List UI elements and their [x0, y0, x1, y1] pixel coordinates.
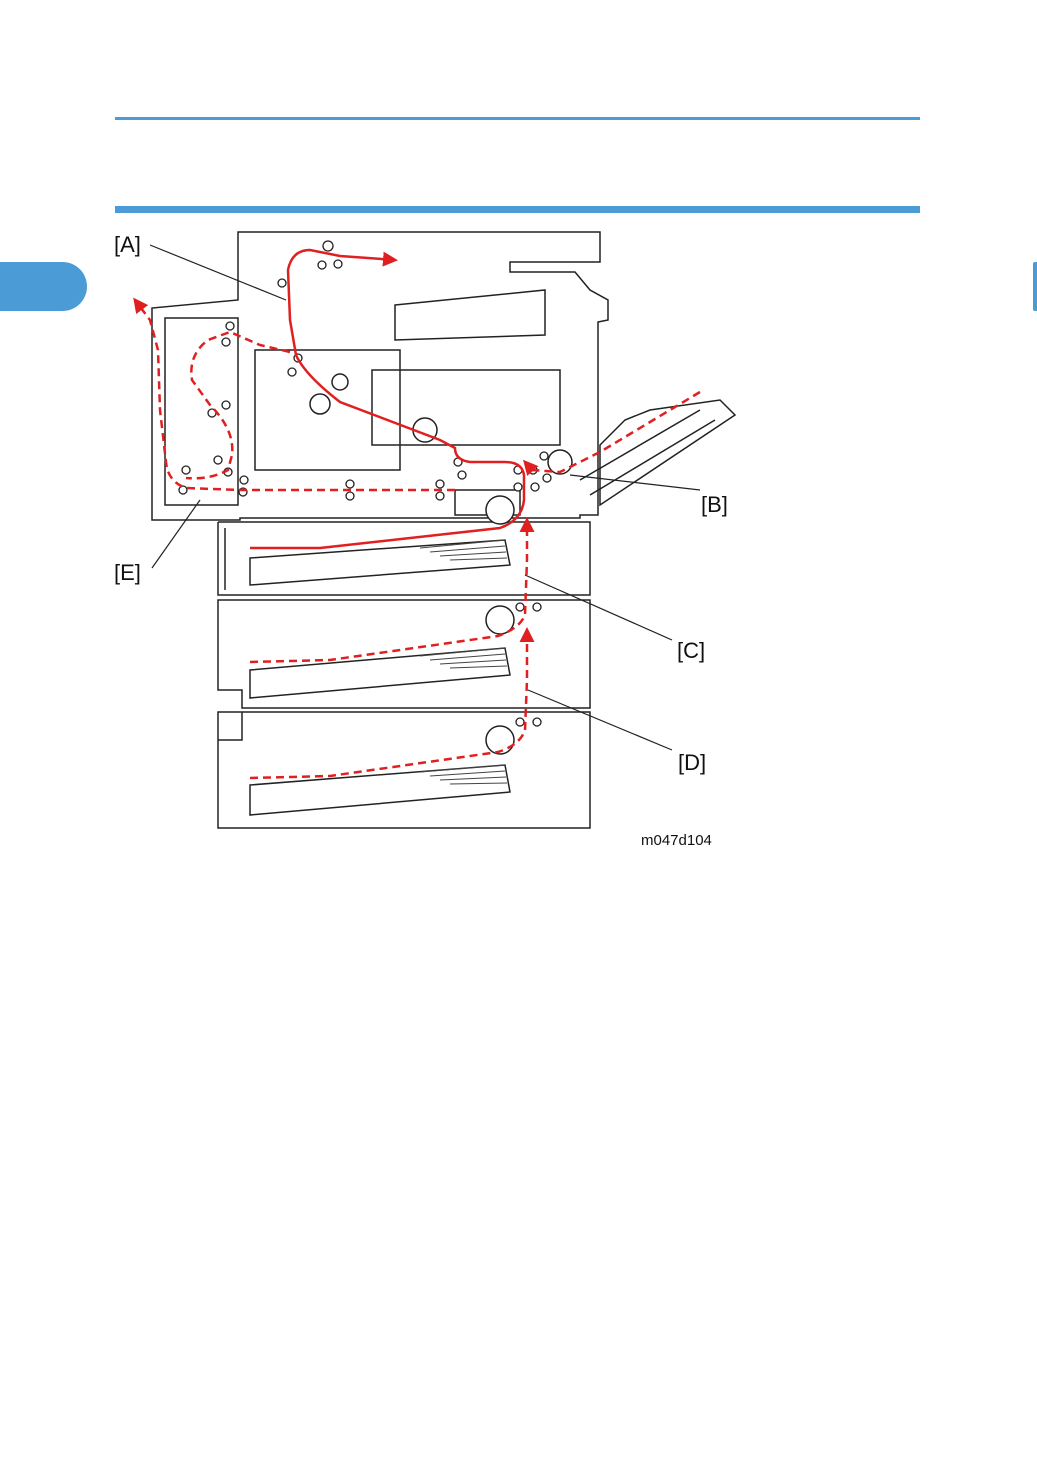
small-rollers	[179, 241, 551, 726]
figure-id: m047d104	[641, 832, 712, 849]
feed-rollers	[310, 374, 572, 754]
paper-tray-2	[218, 600, 590, 708]
paper-tray-1	[218, 522, 590, 595]
callout-leader-lines	[150, 245, 700, 750]
paper-tray-3	[218, 712, 590, 828]
printer-body-outline	[152, 232, 608, 520]
callout-e: [E]	[114, 560, 141, 586]
paper-path-solid	[250, 250, 524, 548]
callout-d: [D]	[678, 750, 706, 776]
bypass-tray	[580, 400, 735, 505]
paper-path-dashed	[135, 300, 700, 778]
callout-a: [A]	[114, 232, 141, 258]
callout-b: [B]	[701, 492, 728, 518]
callout-c: [C]	[677, 638, 705, 664]
